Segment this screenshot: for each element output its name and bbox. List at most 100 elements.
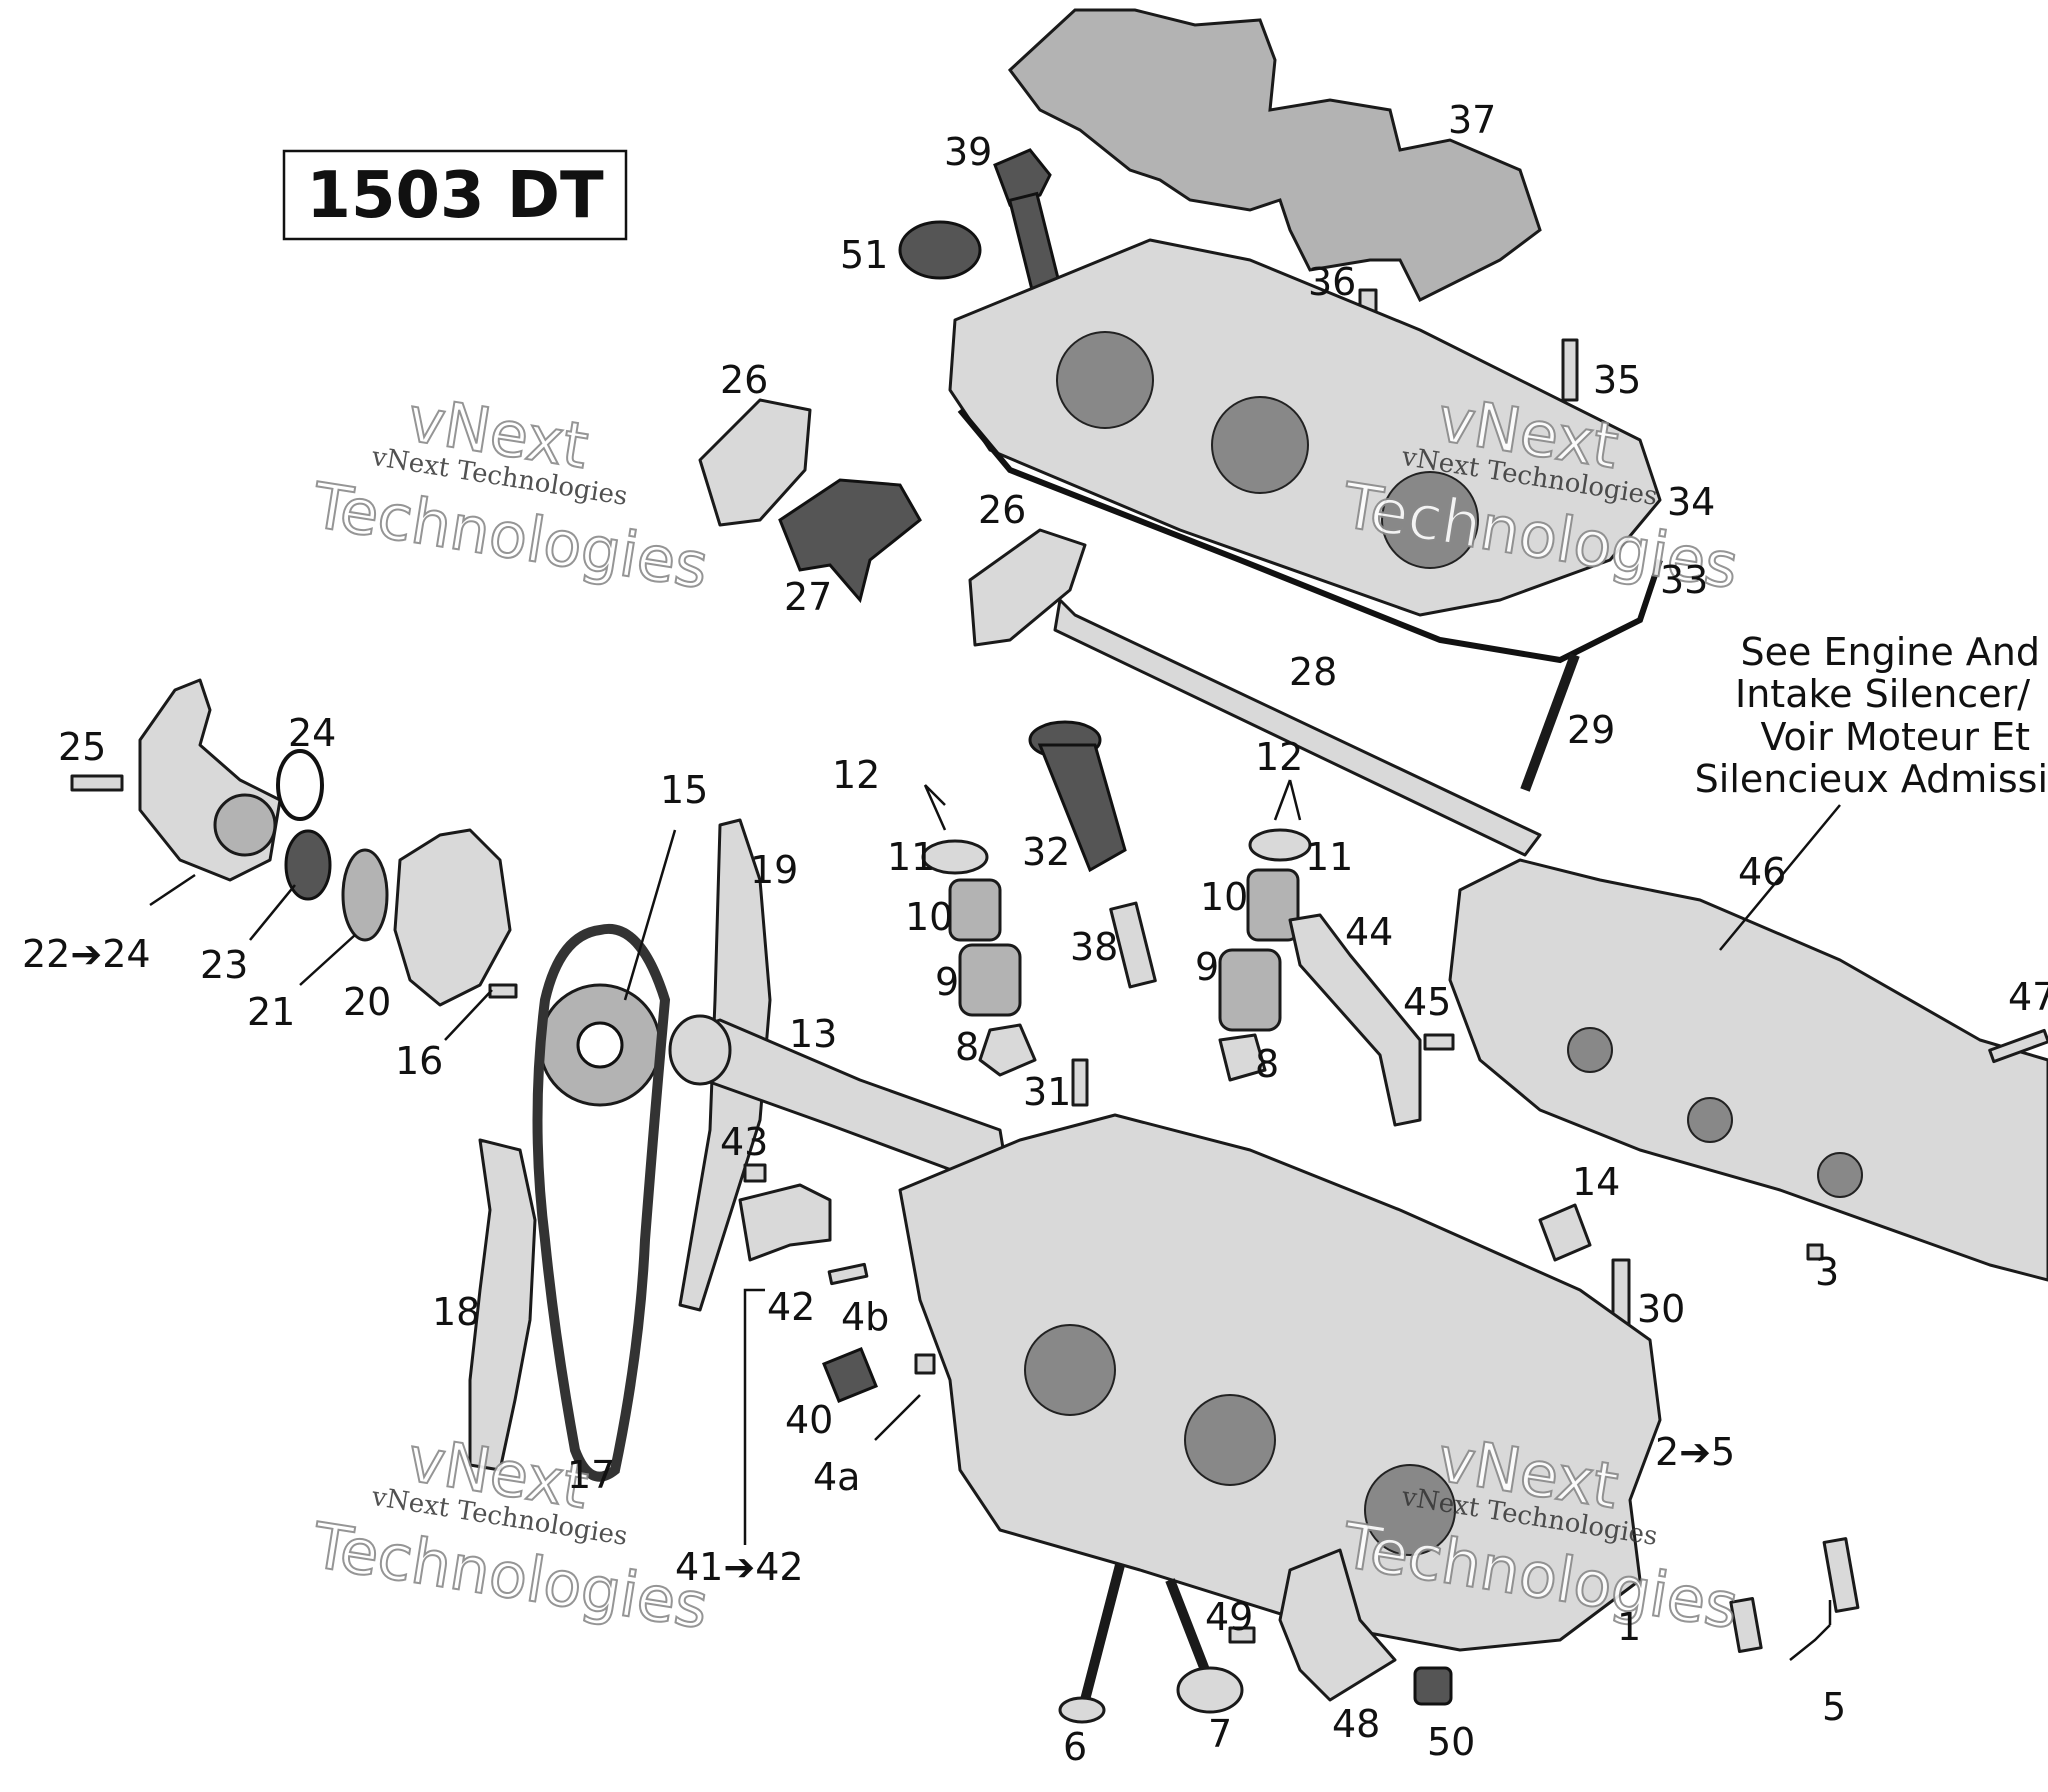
part-42-tensioner	[738, 1183, 832, 1262]
callout-7: 7	[1208, 1712, 1232, 1756]
callout-32: 32	[1022, 830, 1070, 874]
part-31-bolt	[1071, 1058, 1089, 1107]
manifold-port	[1817, 1152, 1863, 1198]
reference-note-line: Voir Moteur Et	[1760, 715, 2030, 759]
callout-50: 50	[1427, 1720, 1475, 1764]
part-46-intake-manifold	[1448, 858, 2048, 1282]
callout-39: 39	[944, 130, 992, 174]
part-5-dowel	[1729, 1596, 1763, 1654]
callout-12: 12	[832, 753, 880, 797]
callout-36: 36	[1308, 260, 1356, 304]
leader-lines	[149, 779, 1841, 1661]
callout-12: 12	[1255, 735, 1303, 779]
callout-1: 1	[1617, 1605, 1641, 1649]
callout-35: 35	[1593, 358, 1641, 402]
callout-9: 9	[935, 960, 959, 1004]
part-18-chain-guide	[468, 1138, 537, 1472]
callout-8: 8	[955, 1025, 979, 1069]
callout-8: 8	[1255, 1042, 1279, 1086]
callout-29: 29	[1567, 708, 1615, 752]
callout-37: 37	[1448, 98, 1496, 142]
part-35-bolt	[1561, 338, 1579, 402]
callout-48: 48	[1332, 1702, 1380, 1746]
callout-33: 33	[1660, 558, 1708, 602]
callout-9: 9	[1195, 945, 1219, 989]
manifold-port	[1567, 1027, 1613, 1073]
part-26-rocker-arm	[698, 398, 812, 527]
part-45-bolt	[1423, 1033, 1455, 1051]
callout-13: 13	[789, 1012, 837, 1056]
part-11-retainer	[921, 839, 989, 875]
part-9-spring	[958, 943, 1022, 1017]
callout-6: 6	[1063, 1725, 1087, 1769]
callout-24: 24	[288, 711, 336, 755]
callout-49: 49	[1205, 1595, 1253, 1639]
callout-5: 5	[1822, 1685, 1846, 1729]
callout-10: 10	[1200, 875, 1248, 919]
part-13-camshaft	[668, 1014, 1007, 1177]
callout-34: 34	[1667, 480, 1715, 524]
part-47-bolt	[1988, 1028, 2048, 1064]
part-44-bracket	[1288, 913, 1422, 1127]
callout-26: 26	[720, 358, 768, 402]
callout-15: 15	[660, 768, 708, 812]
callout-45: 45	[1403, 980, 1451, 1024]
part-8-seal	[978, 1023, 1037, 1077]
reference-note-line: Intake Silencer/	[1735, 672, 2030, 716]
part-14-plate	[1538, 1203, 1592, 1262]
part-38-spark-plug	[1109, 901, 1157, 989]
part-20-camshaft-cover	[393, 828, 512, 1007]
part-23-seal	[284, 829, 332, 901]
reference-note-line: See Engine And	[1741, 630, 2040, 674]
model-label-box: 1503 DT	[282, 149, 628, 241]
callout-18: 18	[432, 1290, 480, 1334]
callout-2-to-5: 2➔5	[1655, 1430, 1735, 1474]
part-5-dowel-b	[1822, 1537, 1860, 1613]
callout-42: 42	[767, 1285, 815, 1329]
reference-note: See Engine And Intake Silencer/ Voir Mot…	[1695, 630, 2048, 801]
watermark-bottom-left: vNext vNext Technologies Technologies	[306, 1421, 714, 1644]
callout-3: 3	[1815, 1250, 1839, 1294]
callout-22-to-24: 22➔24	[22, 932, 151, 976]
part-26-rocker-arm-b	[968, 528, 1087, 647]
part-37-cover-shield	[1007, 8, 1542, 303]
callout-26: 26	[978, 488, 1026, 532]
manifold-port	[1687, 1097, 1733, 1143]
part-1-cylinder-head	[898, 1113, 1662, 1652]
callout-44: 44	[1345, 910, 1393, 954]
callout-11: 11	[887, 835, 935, 879]
part-3-pin	[1806, 1243, 1824, 1261]
callout-40: 40	[785, 1398, 833, 1442]
part-28-rocker-shaft	[1053, 598, 1542, 857]
callout-51: 51	[840, 233, 888, 277]
part-7-valve	[1165, 1578, 1244, 1714]
callout-25: 25	[58, 725, 106, 769]
part-4b-plug	[827, 1262, 869, 1286]
callout-21: 21	[247, 990, 295, 1034]
callout-41-to-42: 41➔42	[675, 1545, 804, 1589]
head-port	[1364, 1464, 1456, 1556]
callout-30: 30	[1637, 1287, 1685, 1331]
part-29-bolt	[1520, 653, 1580, 792]
part-10-spring-b	[1246, 868, 1300, 942]
part-33-gasket	[957, 408, 1663, 664]
cover-hole	[1056, 331, 1154, 429]
callout-11: 11	[1305, 835, 1353, 879]
part-16-bolt	[488, 983, 518, 999]
callout-23: 23	[200, 943, 248, 987]
callout-27: 27	[784, 575, 832, 619]
callout-14: 14	[1572, 1160, 1620, 1204]
part-8-seal-b	[1218, 1033, 1267, 1082]
part-49-bolt	[1228, 1626, 1256, 1644]
part-48-bracket	[1278, 1548, 1397, 1702]
part-21-gasket	[341, 848, 389, 942]
head-port	[1184, 1394, 1276, 1486]
part-11-retainer-b	[1248, 828, 1312, 862]
callout-46: 46	[1738, 850, 1786, 894]
callout-28: 28	[1289, 650, 1337, 694]
part-24-o-ring	[276, 749, 324, 821]
callout-4a: 4a	[813, 1455, 860, 1499]
part-50-bushing	[1413, 1666, 1453, 1706]
part-17-timing-chain	[532, 923, 671, 1482]
